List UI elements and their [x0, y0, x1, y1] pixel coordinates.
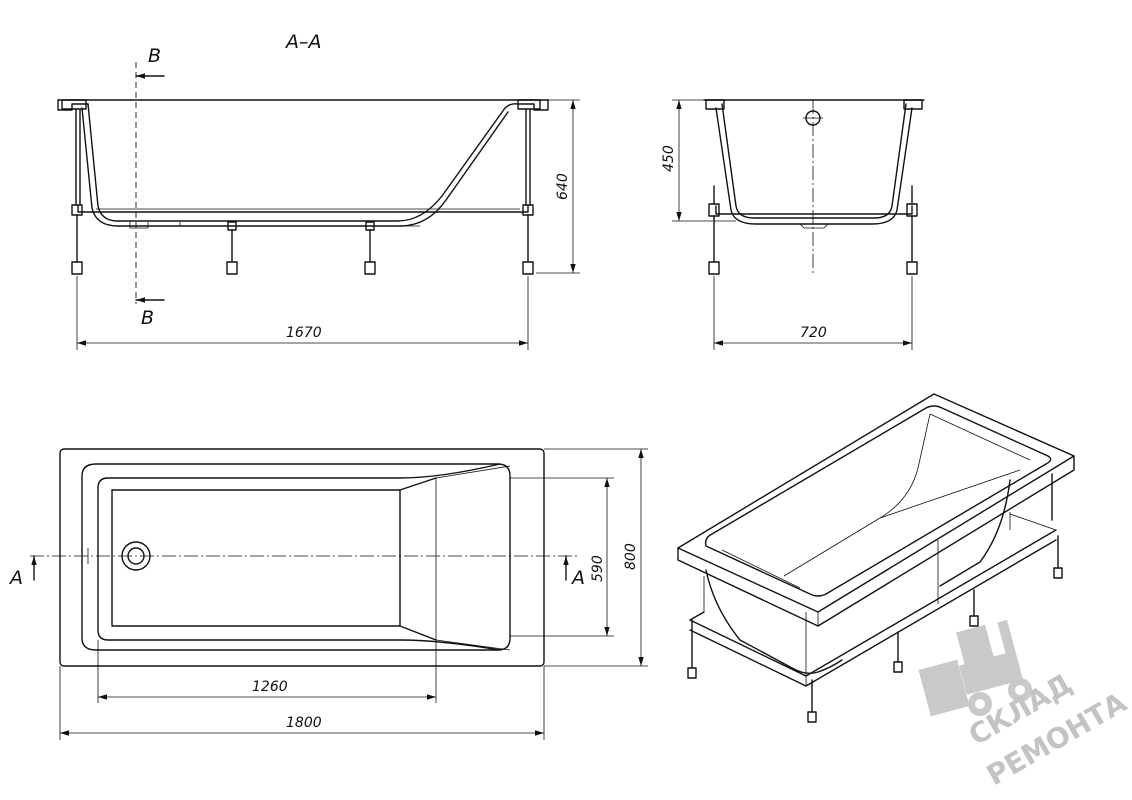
- dim-plan-width: 800: [623, 543, 639, 570]
- end-section-view: 450 720: [661, 99, 925, 350]
- cut-label-a-left: A: [8, 567, 23, 589]
- cut-label-b-bottom: B: [141, 307, 154, 329]
- watermark-logo: СКЛАД РЕМОНТА: [918, 619, 1132, 792]
- plan-view: A A 1260 1800 590 800: [8, 448, 648, 740]
- dim-end-width: 720: [800, 325, 827, 341]
- dim-plan-inner-width: 590: [590, 555, 606, 582]
- isometric-view: [677, 393, 1075, 723]
- dim-end-height: 450: [661, 145, 677, 172]
- forklift-icon: [918, 619, 1032, 717]
- section-label: A–A: [284, 31, 322, 53]
- cut-label-b-top: B: [148, 45, 161, 67]
- dim-plan-inner-length: 1260: [252, 679, 288, 695]
- cut-label-a-right: A: [570, 567, 585, 589]
- side-section-view: A–A: [57, 31, 580, 350]
- dim-side-height: 640: [555, 173, 571, 200]
- dim-side-width: 1670: [286, 325, 322, 341]
- dim-plan-length: 1800: [286, 715, 322, 731]
